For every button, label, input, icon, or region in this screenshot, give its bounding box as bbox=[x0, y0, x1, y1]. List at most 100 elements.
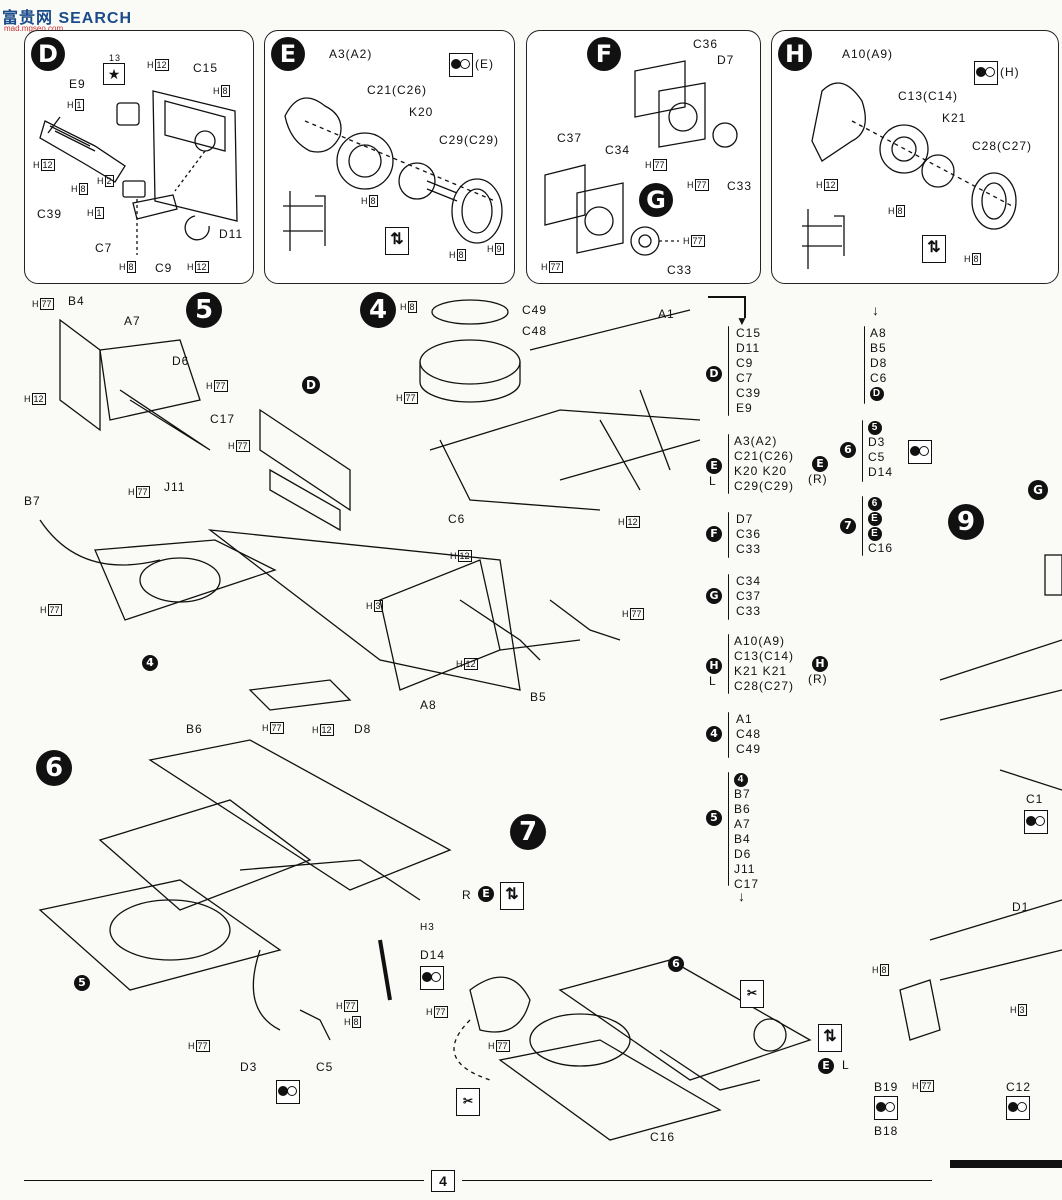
label-a10: A10(A9) bbox=[842, 47, 894, 61]
label-d8: D8 bbox=[354, 722, 372, 736]
legend-badge-step6: 6 bbox=[840, 442, 856, 458]
step-6-ref: 6 bbox=[668, 956, 684, 972]
legend-h-r: (R) bbox=[808, 672, 828, 686]
label-c28: C28(C27) bbox=[972, 139, 1033, 153]
legend-arrow-top bbox=[708, 296, 746, 318]
label-c33: C33 bbox=[727, 179, 753, 193]
label-a1: A1 bbox=[658, 307, 675, 321]
label-b5: B5 bbox=[530, 690, 547, 704]
label-c6: C6 bbox=[448, 512, 466, 526]
brace-f bbox=[728, 512, 729, 558]
label-a8: A8 bbox=[420, 698, 437, 712]
label-c29: C29(C29) bbox=[439, 133, 500, 147]
badge-g-callout: G bbox=[1028, 480, 1048, 500]
label-h3: H3 bbox=[420, 922, 435, 933]
badge-e-l: E bbox=[818, 1058, 834, 1074]
mirror-note: (H) bbox=[1000, 65, 1020, 79]
label-d1: D1 bbox=[1012, 900, 1030, 914]
label-c48: C48 bbox=[522, 324, 548, 338]
label-c7: C7 bbox=[95, 241, 113, 255]
legend-arrow-col2: ↓ bbox=[872, 302, 879, 318]
badge-h: H bbox=[778, 37, 812, 71]
badge-d-callout: D bbox=[302, 376, 320, 394]
legend-e-r: (R) bbox=[808, 472, 828, 486]
badge-g: G bbox=[639, 183, 673, 217]
label-c15: C15 bbox=[193, 61, 219, 75]
label-c1: C1 bbox=[1026, 792, 1044, 806]
brace-d bbox=[728, 326, 729, 416]
page-rule bbox=[24, 1180, 424, 1181]
legend-e-l: L bbox=[709, 474, 717, 488]
brace-col2 bbox=[864, 326, 865, 404]
legend-badge-e-r: E bbox=[812, 456, 828, 472]
label-c5: C5 bbox=[316, 1060, 334, 1074]
label-b4: B4 bbox=[68, 294, 85, 308]
adhesive-symbol-icon bbox=[974, 61, 998, 85]
step-4-number: 4 bbox=[360, 292, 396, 328]
label-b18: B18 bbox=[874, 1124, 899, 1138]
brace-g bbox=[728, 574, 729, 620]
label-c16: C16 bbox=[650, 1130, 676, 1144]
legend-badge-step4: 4 bbox=[706, 726, 722, 742]
cut-icon: ✂ bbox=[456, 1088, 480, 1116]
legend-badge-e: E bbox=[706, 458, 722, 474]
label-l: L bbox=[842, 1058, 850, 1072]
label-c49: C49 bbox=[522, 303, 548, 317]
label-c9: C9 bbox=[155, 261, 173, 275]
label-j11: J11 bbox=[164, 480, 186, 494]
label-c12: C12 bbox=[1006, 1080, 1032, 1094]
flip-arrows-icon: ⇅ bbox=[922, 235, 946, 263]
legend-badge-d: D bbox=[706, 366, 722, 382]
adhesive-symbol-icon-b bbox=[276, 1080, 300, 1104]
label-c36: C36 bbox=[693, 37, 719, 51]
cut-icon-b: ✂ bbox=[740, 980, 764, 1008]
legend-badge-h: H bbox=[706, 658, 722, 674]
label-g-c33: C33 bbox=[667, 263, 693, 277]
legend-badge-step7: 7 bbox=[840, 518, 856, 534]
brace-step5 bbox=[728, 772, 729, 886]
step-5-ref: 5 bbox=[74, 975, 90, 991]
brace-e bbox=[728, 434, 729, 494]
step-6-number: 6 bbox=[36, 750, 72, 786]
adhesive-symbol-icon-legend bbox=[908, 440, 932, 464]
step-4-ref: 4 bbox=[142, 655, 158, 671]
badge-e: E bbox=[271, 37, 305, 71]
legend-badge-f: F bbox=[706, 526, 722, 542]
adhesive-symbol-icon bbox=[420, 966, 444, 990]
flip-arrows-icon: ⇅ bbox=[385, 227, 409, 255]
label-d11: D11 bbox=[219, 227, 244, 241]
page-rule-b bbox=[462, 1180, 932, 1181]
label-c34: C34 bbox=[605, 143, 631, 157]
star-note: 13 bbox=[109, 53, 122, 63]
flip-arrows-icon-b: ⇅ bbox=[818, 1024, 842, 1052]
